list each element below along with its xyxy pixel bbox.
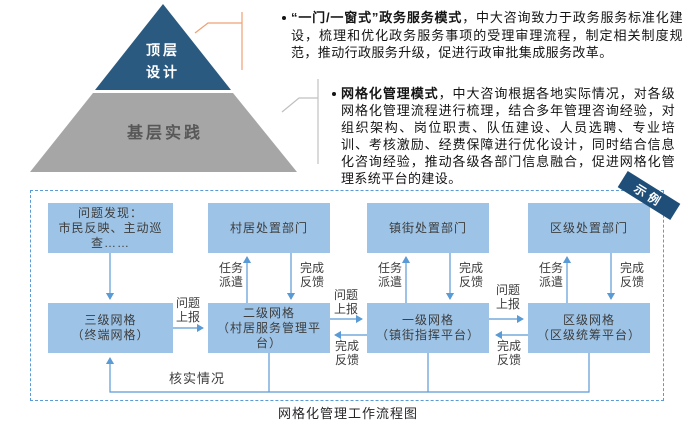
box-grid3: 三级网格 （终端网格） <box>48 303 173 353</box>
box-grid2: 二级网格 （村居服务管理平台） <box>208 303 330 353</box>
label-task-dispatch: 任务 派遣 <box>377 261 402 289</box>
box-problem-discovery: 问题发现： 市民反映、主动巡查…… <box>48 203 173 253</box>
callout-lines <box>194 12 319 164</box>
arrow-verify-return <box>105 353 590 393</box>
box-town-dept: 镇街处置部门 <box>367 203 489 253</box>
box-district-dept: 区级处置部门 <box>528 203 650 253</box>
bullet-dot-icon <box>282 16 286 20</box>
flowchart-panel: 问题发现： 市民反映、主动巡查…… 村居处置部门 镇街处置部门 区级处置部门 三… <box>30 190 664 401</box>
box-grid-district: 区级网格 （区级统筹平台） <box>528 303 650 353</box>
label-complete-feedback: 完成 反馈 <box>619 261 644 289</box>
pyramid-bottom-label: 基层实践 <box>126 125 203 142</box>
pyramid-top-shape <box>95 4 231 90</box>
bullet-bold-text: “一门/一窗式”政务服务模式 <box>291 10 463 25</box>
label-verify-status: 核实情况 <box>168 371 225 386</box>
bullet-item-service-mode: “一门/一窗式”政务服务模式，中大咨询致力于政务服务标准化建设，梳理和优化政务服… <box>282 9 683 62</box>
label-complete-feedback: 完成 反馈 <box>334 339 359 367</box>
callout-line-bottom <box>281 97 318 113</box>
bullet-body-text: ，中大咨询致力于政务服务标准化建设，梳理和优化政务服务事项的受理审理流程，制定相… <box>291 10 683 60</box>
bullet-body-text: ，中大咨询根据各地实际情况，对各级网格化管理流程进行梳理，结合多年管理咨询经验，… <box>341 86 675 186</box>
pyramid-diagram <box>30 4 297 172</box>
bullet-item-grid-mode: 网格化管理模式，中大咨询根据各地实际情况，对各级网格化管理流程进行梳理，结合多年… <box>332 85 675 187</box>
label-problem-report: 问题 上报 <box>495 283 520 311</box>
label-problem-report: 问题 上报 <box>333 288 358 316</box>
callout-line-top <box>194 22 242 34</box>
label-task-dispatch: 任务 派遣 <box>218 261 243 289</box>
label-problem-report: 问题 上报 <box>175 296 200 324</box>
label-task-dispatch: 任务 派遣 <box>538 261 563 289</box>
pyramid-top-label: 顶层 设计 <box>146 42 180 80</box>
box-grid1: 一级网格 （镇街指挥平台） <box>367 303 489 353</box>
flowchart-caption: 网格化管理工作流程图 <box>277 406 418 421</box>
label-complete-feedback: 完成 反馈 <box>496 339 521 367</box>
bullet-bold-text: 网格化管理模式 <box>341 86 439 101</box>
label-complete-feedback: 完成 反馈 <box>458 261 483 289</box>
label-complete-feedback: 完成 反馈 <box>299 261 324 289</box>
pyramid-bottom-shape <box>30 93 297 172</box>
flowchart-arrows <box>105 253 616 393</box>
bullet-dot-icon <box>332 92 336 96</box>
box-village-dept: 村居处置部门 <box>208 203 330 253</box>
